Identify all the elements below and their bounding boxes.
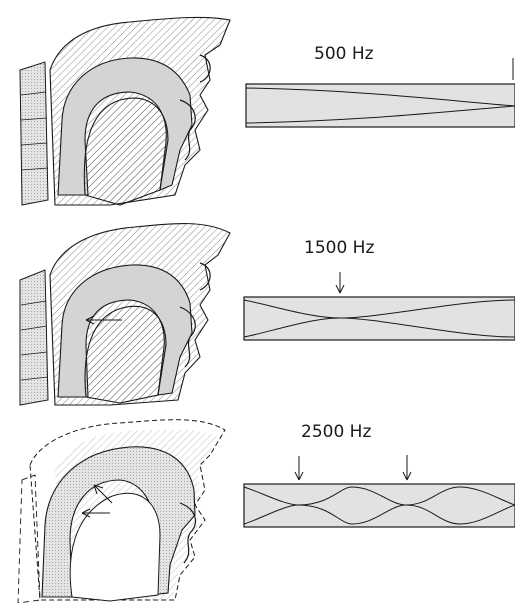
node-arrow — [403, 455, 411, 480]
tube — [244, 297, 515, 340]
vocal-tract-diagram — [20, 224, 230, 405]
tube — [244, 484, 515, 527]
tube-diagram — [246, 58, 515, 127]
spine — [20, 270, 48, 405]
spine-outline — [18, 475, 40, 603]
node-arrow — [336, 272, 344, 293]
spine — [20, 62, 48, 205]
node-arrow — [295, 456, 303, 480]
vocal-tract-diagram — [18, 420, 225, 603]
tube — [246, 84, 515, 127]
tube-diagram — [244, 272, 515, 340]
panel-2500hz: 2500 Hz — [18, 420, 515, 603]
frequency-label: 1500 Hz — [304, 238, 374, 258]
frequency-label: 2500 Hz — [301, 422, 371, 442]
panel-500hz: 500 Hz — [20, 17, 515, 205]
frequency-label: 500 Hz — [314, 44, 374, 64]
tube-diagram — [244, 455, 515, 527]
panel-1500hz: 1500 Hz — [20, 224, 515, 405]
vocal-tract-diagram — [20, 17, 230, 205]
